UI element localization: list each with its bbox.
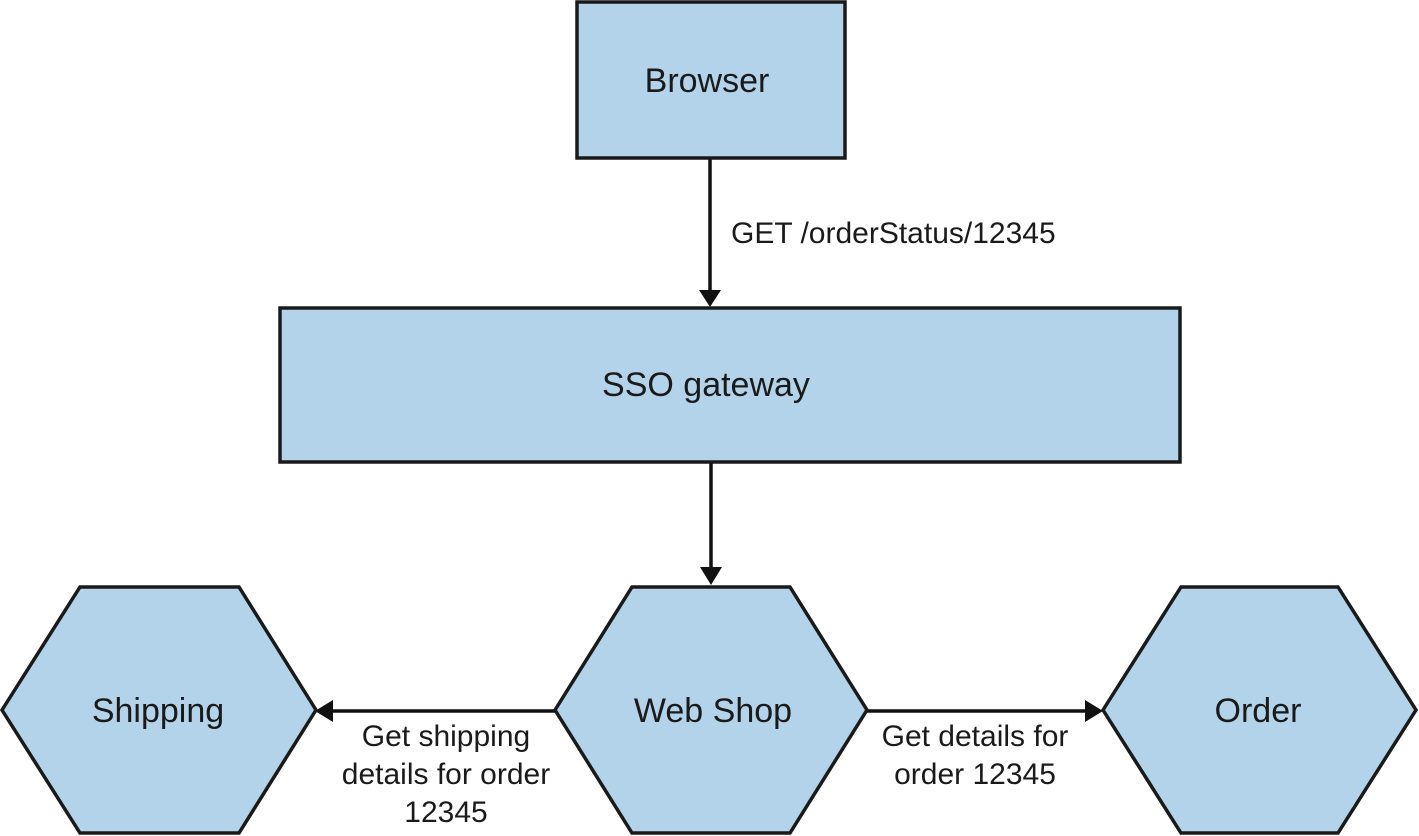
edge-label-get-order-status: GET /orderStatus/12345 <box>731 217 1056 250</box>
edge-gateway-to-webshop <box>700 462 722 585</box>
browser-label: Browser <box>645 62 770 100</box>
node-sso-gateway: SSO gateway <box>278 306 1182 464</box>
node-web-shop: Web Shop <box>552 585 870 835</box>
shipping-hexagon <box>0 585 319 835</box>
order-hexagon <box>1100 585 1419 835</box>
order-label: Order <box>1215 692 1302 730</box>
edge-webshop-to-order: Get details for order 12345 <box>867 700 1103 791</box>
edge-browser-to-gateway: GET /orderStatus/12345 <box>699 158 1056 307</box>
edge-label-shipping-line-2: details for order <box>342 758 550 791</box>
arrowhead-browser-to-gateway <box>699 290 721 307</box>
edge-label-shipping-line-1: Get shipping <box>362 720 530 753</box>
node-order: Order <box>1100 585 1419 835</box>
node-browser: Browser <box>575 0 847 160</box>
shipping-label: Shipping <box>92 692 224 730</box>
arrowhead-webshop-to-order <box>1085 700 1103 722</box>
edge-label-order-line-1: Get details for <box>882 720 1069 753</box>
browser-box <box>575 0 847 160</box>
web-shop-label: Web Shop <box>634 692 792 730</box>
arrowhead-webshop-to-shipping <box>315 700 333 722</box>
sso-gateway-label: SSO gateway <box>602 366 810 404</box>
arrowhead-gateway-to-webshop <box>700 567 722 585</box>
edge-webshop-to-shipping: Get shipping details for order 12345 <box>315 700 555 829</box>
edge-label-order-line-2: order 12345 <box>894 758 1056 791</box>
web-shop-hexagon <box>552 585 870 835</box>
sso-gateway-box <box>278 306 1182 464</box>
edge-label-shipping-line-3: 12345 <box>404 796 487 829</box>
node-shipping: Shipping <box>0 585 319 835</box>
